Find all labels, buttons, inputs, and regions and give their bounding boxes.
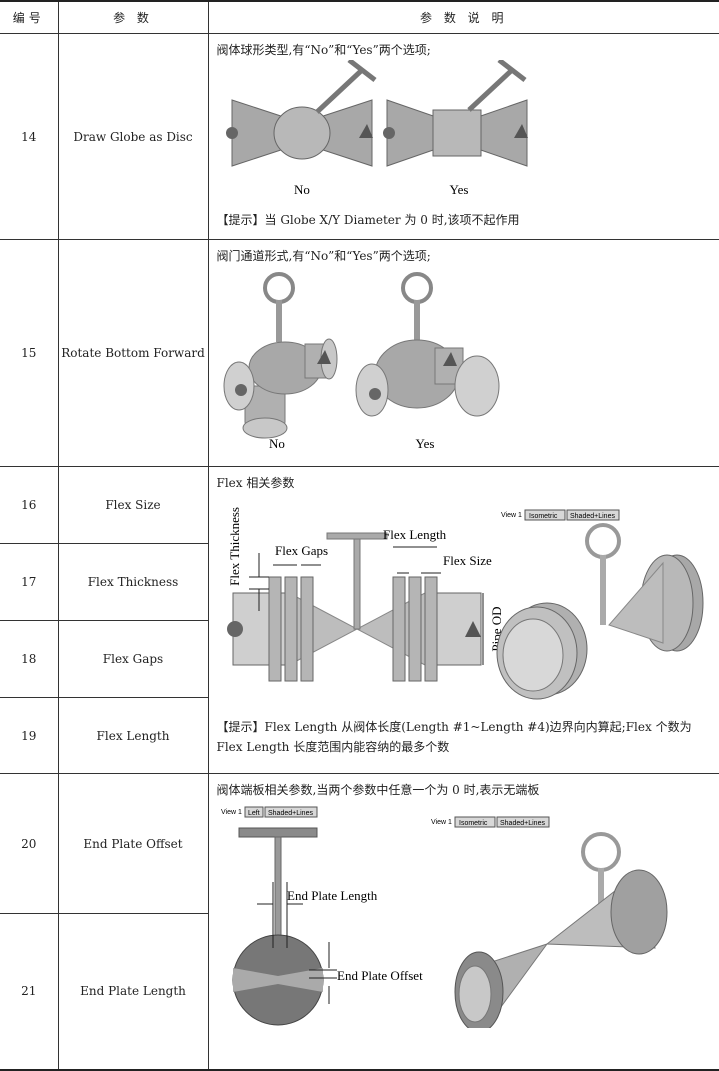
view-label: View 1 [221,809,242,816]
table-row: 17 Flex Thickness [0,543,719,621]
view-mode-shaded: Shaded+Lines [570,513,615,520]
figure-label-no: No [294,182,310,197]
flex-3d-view [496,523,703,700]
tip-text: 【提示】Flex Length 从阀体长度(Length #1~Length #… [216,720,692,754]
flex-length-label: Flex Length [383,527,447,542]
tip-text: 【提示】当 Globe X/Y Diameter 为 0 时,该项不起作用 [216,213,520,227]
flex-gaps-label: Flex Gaps [275,543,328,558]
flex-2d-diagram: Flex Thickness Flex Gaps Flex Length Fle… [226,507,504,682]
right-view-toolbar: View 1 Isometric Shaded+Lines [431,816,549,828]
row-number: 20 [0,773,58,914]
end-plate-figure: View 1 Left Shaded+Lines [221,806,667,1028]
flex-size-label: Flex Size [443,553,492,568]
row-parameter: End Plate Length [57,913,208,1071]
figure-label-yes: Yes [415,436,434,451]
flex-figure: Flex Thickness Flex Gaps Flex Length Fle… [226,507,703,700]
row-number: 14 [0,33,58,240]
view-mode-shaded: Shaded+Lines [268,810,313,817]
row-number: 16 [0,466,58,544]
table-row: 15 Rotate Bottom Forward 阀门通道形式,有“No”和“Y… [0,239,719,467]
view-mode-left: Left [248,810,260,817]
valve-3d-no [223,272,337,439]
view-label: View 1 [501,512,522,519]
row-parameter: Flex Thickness [57,543,208,621]
row-number: 19 [0,697,58,774]
description-text: 阀体球形类型,有“No”和“Yes”两个选项; [216,43,431,57]
figure-label-yes: Yes [449,182,468,197]
end-plate-description: 阀体端板相关参数,当两个参数中任意一个为 0 时,表示无端板 View 1 Le… [207,773,719,1071]
table-header-row: 编号 参 数 参 数 说 明 [0,0,719,34]
end-plate-length-label: End Plate Length [287,888,378,903]
globe-valve-no [225,60,377,167]
row-parameter: Draw Globe as Disc [57,33,208,240]
table-row: 14 Draw Globe as Disc 阀体球形类型,有“No”和“Yes”… [0,33,719,240]
view-mode-isometric: Isometric [459,820,488,827]
row-parameter: Flex Size [57,466,208,544]
table-row: 19 Flex Length [0,697,719,774]
description-text: 阀体端板相关参数,当两个参数中任意一个为 0 时,表示无端板 [216,783,540,797]
row-description: 阀体球形类型,有“No”和“Yes”两个选项; [207,33,719,240]
table-row: 16 Flex Size Flex 相关参数 [0,466,719,774]
row-parameter: End Plate Offset [57,773,208,914]
description-text: 阀门通道形式,有“No”和“Yes”两个选项; [216,249,431,263]
table-row: 20 End Plate Offset 阀体端板相关参数,当两个参数中任意一个为… [0,773,719,1071]
view-mode-isometric: Isometric [529,513,558,520]
view-toolbar: View 1 Isometric Shaded+Lines [501,509,619,521]
end-plate-offset-label: End Plate Offset [337,968,423,983]
row-number: 15 [0,239,58,467]
row-number: 18 [0,620,58,698]
end-plate-3d-view [454,832,667,1028]
globe-disc-figure: No Yes [225,60,528,197]
row-description: 阀门通道形式,有“No”和“Yes”两个选项; [207,239,719,467]
row-number: 21 [0,913,58,1071]
table-row: 18 Flex Gaps [0,620,719,698]
flex-thickness-label: Flex Thickness [227,507,242,586]
end-plate-left-view: End Plate Length End Plate Offset [232,827,423,1026]
view-mode-shaded: Shaded+Lines [500,820,545,827]
left-view-toolbar: View 1 Left Shaded+Lines [221,806,317,818]
figure-label-no: No [269,436,285,451]
row-parameter: Flex Length [57,697,208,774]
rotate-bottom-figure: No Yes [223,272,499,451]
header-parameter: 参 数 [57,0,208,34]
description-text: Flex 相关参数 [216,476,295,490]
header-number: 编号 [0,0,58,34]
view-label: View 1 [431,819,452,826]
flex-description: Flex 相关参数 [207,466,719,774]
header-description: 参 数 说 明 [207,0,719,34]
globe-valve-yes [382,60,528,167]
valve-3d-yes [355,272,499,417]
row-number: 17 [0,543,58,621]
row-parameter: Rotate Bottom Forward [57,239,208,467]
row-parameter: Flex Gaps [57,620,208,698]
